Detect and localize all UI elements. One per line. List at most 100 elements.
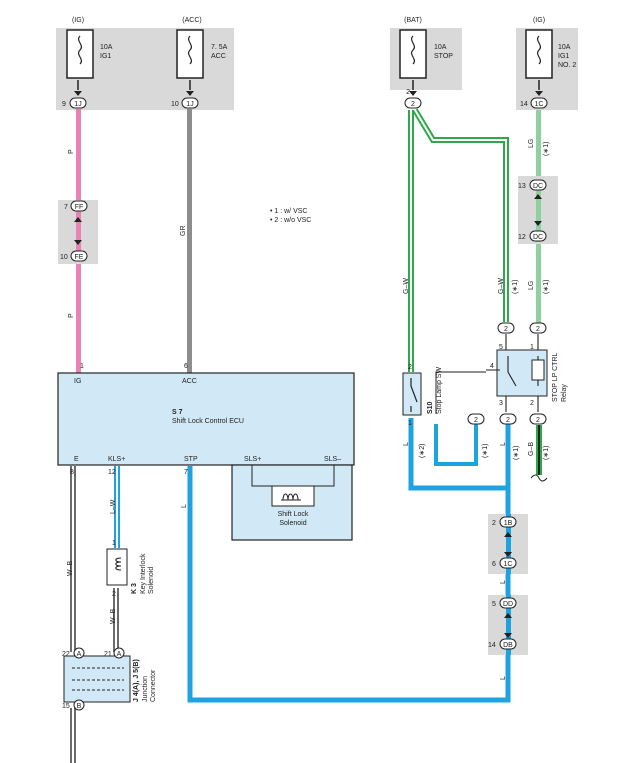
- fuse-tag: (ACC): [182, 17, 201, 24]
- fuse-element: [77, 35, 83, 65]
- wire-lw: [114, 466, 120, 548]
- wire-label: G–B: [528, 442, 535, 456]
- stop-lamp-switch: 2 1 S10 Stop Lamp SW: [402, 364, 443, 427]
- wire-label: G–W: [403, 278, 410, 294]
- connector-pill: [70, 200, 88, 212]
- wire-label: LG: [528, 281, 535, 290]
- relay-pin4-lead: [435, 371, 486, 414]
- pin-label: STP: [184, 456, 198, 463]
- fusebox-bg: [100, 28, 234, 110]
- pin-number: 7: [64, 204, 68, 211]
- pin-label: SLS–: [324, 456, 341, 463]
- fuse-stop: (BAT) 10A STOP: [390, 17, 462, 90]
- arrow-icon: [504, 613, 512, 638]
- wire-break: [530, 474, 548, 482]
- wire-labels: P P GR G–W G–W (∗1) LG (∗1) LG (∗1) G–B …: [67, 139, 550, 680]
- pin-number: 5: [499, 344, 503, 351]
- connector-pill: [530, 97, 548, 109]
- fuse-name: NO. 2: [558, 62, 576, 69]
- connector-dc: DC 13 DC 12: [518, 176, 558, 244]
- connector-pill: [69, 97, 87, 109]
- connector-id: 2: [474, 417, 478, 424]
- wire-blue-s10: [408, 418, 508, 491]
- stop-lp-ctrl-relay: 5 1 4 3 2 STOP LP CTRL Relay: [435, 334, 568, 414]
- fuse-name: ACC: [211, 53, 226, 60]
- fuse-name: STOP: [434, 53, 453, 60]
- wire-label: (∗1): [512, 280, 519, 294]
- pin-number: 10: [171, 101, 179, 108]
- wire-label: (∗2): [419, 444, 426, 458]
- connector-pill: [499, 597, 517, 609]
- wire-label: L: [403, 442, 410, 446]
- pin-label: E: [74, 456, 79, 463]
- fuse-icon: [525, 29, 553, 79]
- connector-id: FF: [75, 204, 84, 211]
- wire-stripe: [116, 466, 118, 548]
- pin-number: 2: [112, 591, 116, 598]
- connector-1b-1c: 1B 2 1C 6: [488, 514, 528, 574]
- component-name: Shift Lock Control ECU: [172, 418, 244, 425]
- pin-number: 6: [492, 561, 496, 568]
- wire-lightgreen: [536, 180, 541, 242]
- pin-label: IG: [74, 378, 81, 385]
- wire-label: (∗1): [482, 444, 489, 458]
- component-code: J 4(A), J 5(B): [133, 659, 140, 702]
- legend-item: • 2 : w/o VSC: [270, 217, 311, 224]
- wire-label: GR: [180, 226, 187, 237]
- pin-number: 6: [184, 363, 188, 370]
- pin-number: 1: [530, 344, 534, 351]
- connector-id: 2: [536, 417, 540, 424]
- pin-label: SLS+: [244, 456, 261, 463]
- pin-number: 14: [488, 642, 496, 649]
- key-interlock-solenoid: 1 2 K 3 Key Interlock Solenoid: [106, 540, 155, 598]
- wire-label: W–B: [110, 609, 117, 625]
- component-name: STOP LP CTRL: [552, 352, 559, 402]
- connector-pill: [73, 647, 85, 659]
- wire-blue: [506, 595, 511, 655]
- junction-bus: [72, 667, 124, 691]
- component-name: Solenoid: [279, 520, 306, 527]
- component-code: S 7: [172, 409, 183, 416]
- wire-wb: [70, 466, 119, 763]
- connector-id: 1J: [74, 101, 81, 108]
- connector-pill: [499, 516, 517, 528]
- pin-number: 5: [492, 601, 496, 608]
- component-code: S10: [427, 401, 434, 414]
- connector-id: 1J: [186, 101, 193, 108]
- pin-number: 13: [518, 183, 526, 190]
- connector-pill: [529, 322, 547, 334]
- connector-pill: [497, 322, 515, 334]
- switch-icon: [410, 378, 418, 412]
- arrow-icon: [74, 91, 543, 96]
- component-code: K 3: [131, 583, 138, 594]
- wire-label: W–B: [67, 561, 74, 577]
- connector-dd-db: DD 5 DB 14: [488, 595, 528, 655]
- wire-label: (∗1): [543, 280, 550, 294]
- connector-id: B: [77, 703, 82, 710]
- connector-id: DC: [533, 183, 543, 190]
- connector-id: 2: [504, 326, 508, 333]
- pin-number: 2: [492, 520, 496, 527]
- fuse-tag: (IG): [72, 17, 84, 24]
- fuse-name: IG1: [100, 53, 111, 60]
- connector-ff-fe: FF 7 FE 10: [58, 200, 98, 264]
- connector-pill: [499, 557, 517, 569]
- arrow-icon: [504, 532, 512, 557]
- pin-number: 14: [520, 101, 528, 108]
- wire-label: L: [500, 676, 507, 680]
- junction-box: [63, 655, 131, 703]
- connector-id: A: [117, 651, 122, 658]
- solenoid-leads: [251, 465, 335, 487]
- connector-pill: [404, 97, 422, 109]
- wire-label: (∗1): [543, 142, 550, 156]
- wire-label: P: [68, 149, 75, 154]
- shift-lock-solenoid: Shift Lock Solenoid: [231, 464, 353, 541]
- fuse-icon: [399, 29, 427, 79]
- pin-number: 15: [62, 703, 70, 710]
- ecu-s7: 1 6 IG ACC S 7 Shift Lock Control ECU E …: [57, 363, 355, 476]
- fuse-tag: (BAT): [404, 17, 422, 24]
- ecu-box: [57, 372, 355, 466]
- pin-label: KLS+: [108, 456, 125, 463]
- connector-pill: [499, 413, 517, 425]
- wire-gw: [408, 108, 509, 372]
